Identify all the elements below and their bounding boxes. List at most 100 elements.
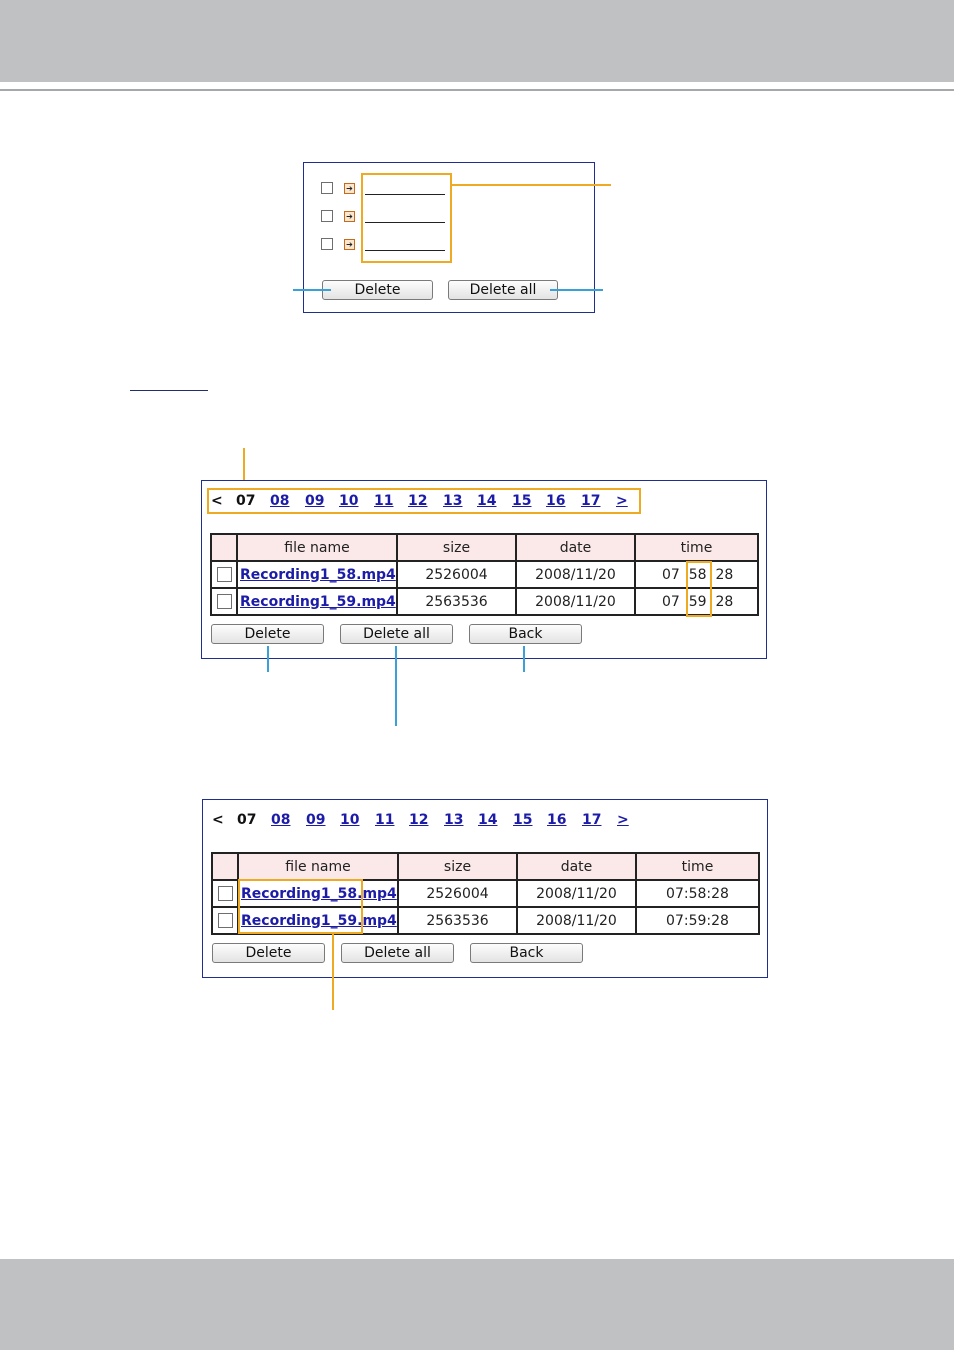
file-name-highlight <box>238 879 363 934</box>
delete-button[interactable]: Delete <box>211 624 324 644</box>
file-name-link[interactable]: Recording1_59.mp4 <box>236 587 398 616</box>
back-callout <box>523 646 525 672</box>
page-nav: < 07 08 09 10 11 12 13 14 15 16 17 > <box>212 812 632 832</box>
arrow-icon[interactable]: ➔ <box>344 183 355 194</box>
time-minute[interactable]: 59 <box>688 593 707 610</box>
page-link[interactable]: 10 <box>339 493 359 509</box>
file-checkbox[interactable] <box>321 182 333 194</box>
row-checkbox[interactable] <box>217 913 233 928</box>
page-header-band <box>0 0 954 82</box>
header-divider <box>0 89 954 91</box>
page-link[interactable]: 14 <box>477 493 497 509</box>
page-link[interactable]: 10 <box>340 812 360 828</box>
delete-button[interactable]: Delete <box>322 280 433 300</box>
file-checkbox[interactable] <box>321 238 333 250</box>
page-link[interactable]: 17 <box>581 493 601 509</box>
delete-button[interactable]: Delete <box>212 943 325 963</box>
file-name-link[interactable]: Recording1_58.mp4 <box>236 560 398 589</box>
file-checkbox[interactable] <box>321 210 333 222</box>
size-cell: 2526004 <box>396 560 517 589</box>
column-header: time <box>634 533 759 562</box>
page-link[interactable]: 15 <box>512 493 532 509</box>
prev-page-link[interactable]: < <box>212 812 224 828</box>
date-cell: 2008/11/20 <box>516 906 637 935</box>
file-name-callout <box>332 934 334 1010</box>
current-page: 07 <box>237 812 257 828</box>
page-link[interactable]: 13 <box>443 493 463 509</box>
column-header: size <box>396 533 517 562</box>
row-checkbox-cell <box>210 560 238 589</box>
page-link[interactable]: 08 <box>271 812 291 828</box>
prev-page-link[interactable]: < <box>211 493 223 509</box>
time-cell: 07:59:28 <box>635 906 760 935</box>
back-button[interactable]: Back <box>470 943 583 963</box>
table-row: Recording1_59.mp4 2563536 2008/11/20 07 … <box>210 587 759 616</box>
page-link[interactable]: 11 <box>374 493 394 509</box>
date-cell: 2008/11/20 <box>515 560 636 589</box>
row-checkbox[interactable] <box>216 567 232 582</box>
row-checkbox-cell <box>210 587 238 616</box>
file-link-placeholder[interactable] <box>365 194 445 195</box>
table-row: Recording1_58.mp4 2526004 2008/11/20 07 … <box>210 560 759 589</box>
page-link[interactable]: 14 <box>478 812 498 828</box>
time-hour: 07 <box>662 566 680 583</box>
page-link[interactable]: 09 <box>306 812 326 828</box>
next-page-link[interactable]: > <box>616 493 628 509</box>
page-footer-band <box>0 1259 954 1350</box>
delete-all-button[interactable]: Delete all <box>340 624 453 644</box>
recording-list-panel-full-time: < 07 08 09 10 11 12 13 14 15 16 17 > fil… <box>202 799 768 978</box>
time-hour: 07 <box>662 593 680 610</box>
page-nav-highlight <box>207 488 641 514</box>
row-checkbox-cell <box>211 879 239 908</box>
delete-all-button[interactable]: Delete all <box>448 280 558 300</box>
time-cell: 07 58 28 <box>634 560 759 589</box>
table-row: Recording1_58.mp4 2526004 2008/11/20 07:… <box>211 879 760 908</box>
row-checkbox-cell <box>211 906 239 935</box>
next-page-link[interactable]: > <box>617 812 629 828</box>
time-second: 28 <box>715 566 734 583</box>
delete-callout <box>293 289 331 291</box>
page-link[interactable]: 16 <box>547 812 567 828</box>
column-header: date <box>515 533 636 562</box>
page-link[interactable]: 09 <box>305 493 325 509</box>
file-links-highlight <box>361 173 452 263</box>
recordings-table: file name size date time Recording1_58.m… <box>211 852 760 935</box>
table-row: Recording1_59.mp4 2563536 2008/11/20 07:… <box>211 906 760 935</box>
delete-all-callout <box>395 646 397 726</box>
page-link[interactable]: 12 <box>409 812 429 828</box>
page-link[interactable]: 12 <box>408 493 428 509</box>
current-page: 07 <box>236 493 256 509</box>
row-checkbox[interactable] <box>217 886 233 901</box>
minute-highlight <box>686 561 712 617</box>
table-header-row: file name size date time <box>210 533 759 562</box>
row-checkbox[interactable] <box>216 594 232 609</box>
page-link[interactable]: 15 <box>513 812 533 828</box>
page-link[interactable]: 13 <box>444 812 464 828</box>
page-link[interactable]: 08 <box>270 493 290 509</box>
section-heading-underline <box>130 390 208 391</box>
page-link[interactable]: 17 <box>582 812 602 828</box>
file-link-placeholder[interactable] <box>365 222 445 223</box>
page-nav: < 07 08 09 10 11 12 13 14 15 16 17 > <box>211 493 631 513</box>
column-header: file name <box>236 533 398 562</box>
select-column-header <box>210 533 238 562</box>
size-cell: 2563536 <box>396 587 517 616</box>
page-link[interactable]: 16 <box>546 493 566 509</box>
file-name-link[interactable]: Recording1_58.mp4 <box>237 879 399 908</box>
select-column-header <box>211 852 239 881</box>
column-header: date <box>516 852 637 881</box>
delete-all-callout <box>550 289 603 291</box>
column-header: file name <box>237 852 399 881</box>
recordings-table: file name size date time Recording1_58.m… <box>210 533 759 616</box>
file-name-link[interactable]: Recording1_59.mp4 <box>237 906 399 935</box>
time-second: 28 <box>715 593 734 610</box>
page-link[interactable]: 11 <box>375 812 395 828</box>
delete-all-button[interactable]: Delete all <box>341 943 454 963</box>
arrow-icon[interactable]: ➔ <box>344 239 355 250</box>
arrow-icon[interactable]: ➔ <box>344 211 355 222</box>
column-header: size <box>397 852 518 881</box>
file-link-placeholder[interactable] <box>365 250 445 251</box>
delete-callout <box>267 646 269 672</box>
back-button[interactable]: Back <box>469 624 582 644</box>
time-minute[interactable]: 58 <box>688 566 707 583</box>
